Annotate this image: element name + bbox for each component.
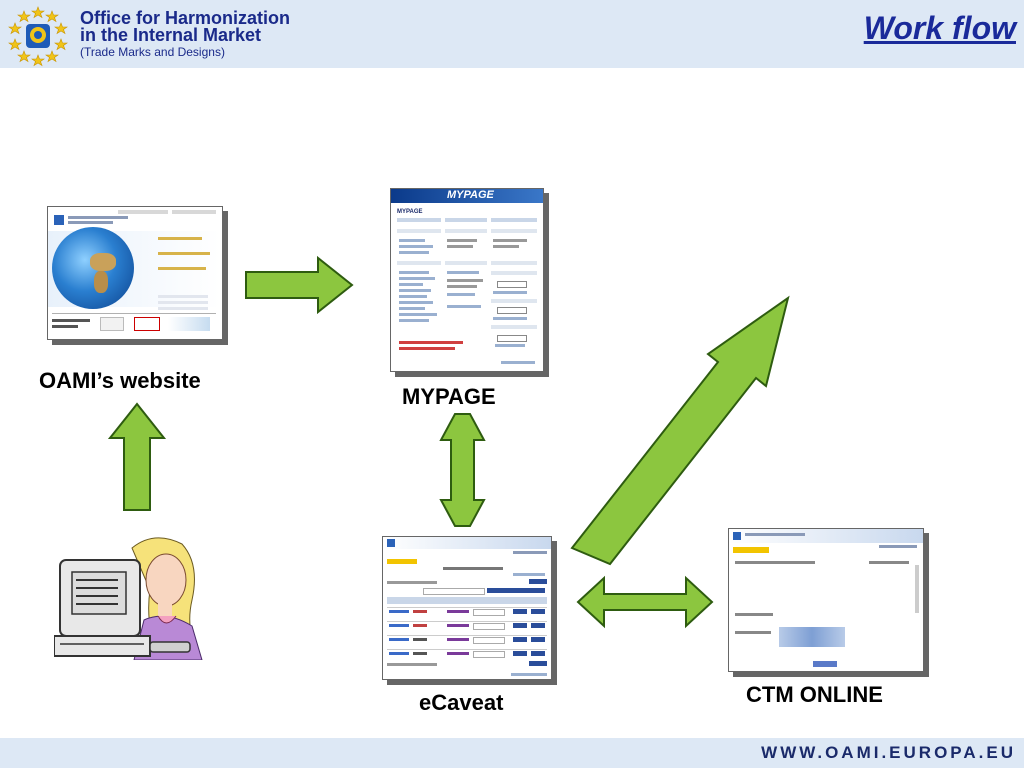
oami-website-screenshot: [47, 206, 223, 340]
oami-logo: [8, 6, 68, 67]
mypage-screen-heading: MYPAGE: [397, 209, 423, 215]
org-name-line3: (Trade Marks and Designs): [80, 45, 225, 59]
users-label: Users: [96, 678, 158, 703]
org-name-line2: in the Internal Market: [80, 25, 262, 45]
mypage-screen-banner: MYPAGE: [447, 189, 494, 201]
arrow-users-to-website: [107, 402, 167, 511]
slide-title: Work flow: [863, 10, 1016, 46]
mypage-screenshot: MYPAGE MYPAGE: [390, 188, 544, 372]
arrow-ecaveat-ctm: [576, 575, 714, 629]
arrow-ecaveat-to-ctm-online: [570, 295, 790, 566]
arrow-mypage-ecaveat: [439, 413, 486, 527]
ctm-online-label: CTM ONLINE: [746, 682, 883, 707]
website-label: OAMI’s website: [39, 368, 201, 393]
header-bar: [0, 0, 1024, 68]
ecaveat-label: eCaveat: [419, 690, 504, 715]
footer-url: WWW.OAMI.EUROPA.EU: [761, 743, 1016, 762]
mypage-label: MYPAGE: [402, 384, 496, 409]
user-at-computer-illustration: [54, 530, 208, 660]
arrow-website-to-mypage: [245, 255, 354, 315]
ctm-online-screenshot: [728, 528, 924, 672]
org-name-line1: Office for Harmonization: [80, 8, 291, 28]
ecaveat-screenshot: [382, 536, 552, 680]
footer-bar: [0, 738, 1024, 768]
